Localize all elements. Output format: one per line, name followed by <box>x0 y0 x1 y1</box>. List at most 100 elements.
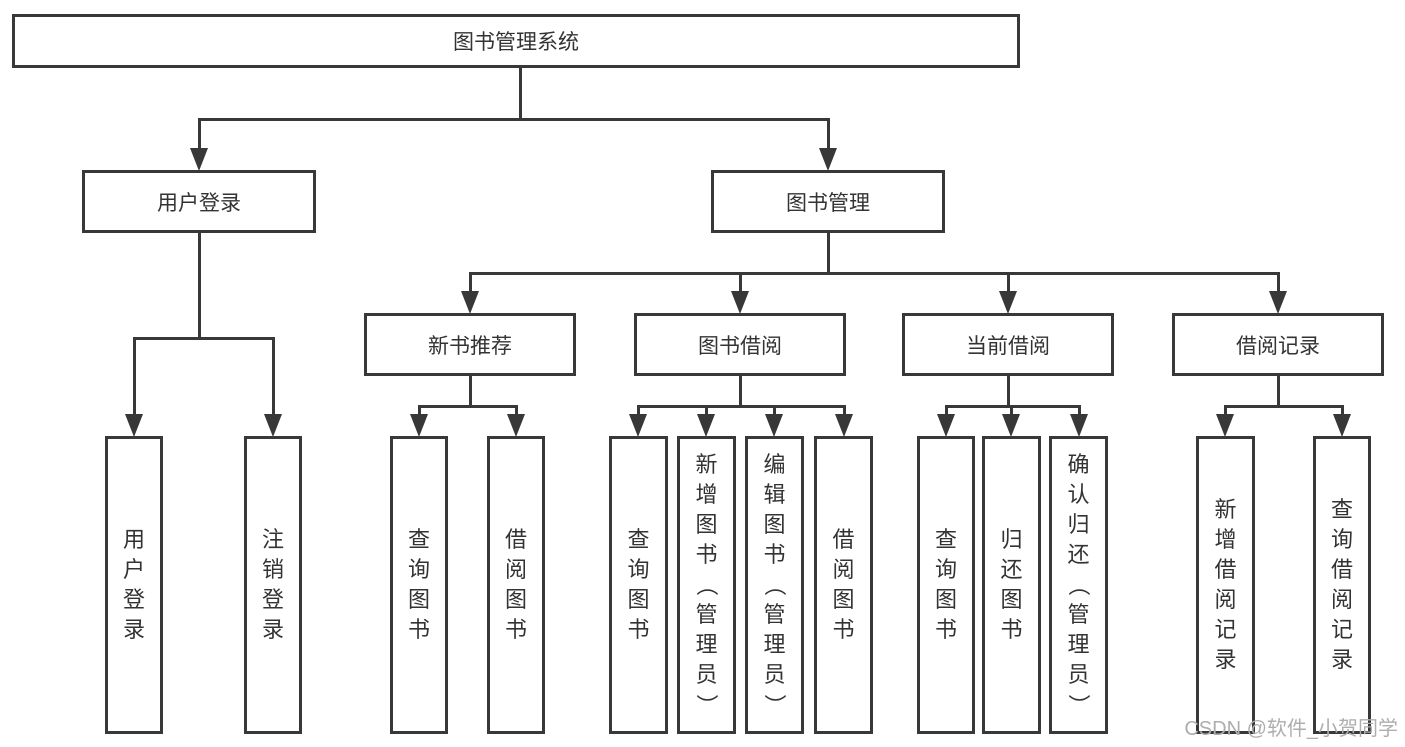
node-book-management: 图书管理 <box>711 170 945 233</box>
connector-line <box>826 233 830 275</box>
vertical-char: 登 <box>122 587 145 612</box>
vertical-char: 书 <box>695 542 718 567</box>
vertical-char: 书 <box>504 617 527 642</box>
connector-line <box>468 272 1280 275</box>
connector-line <box>132 337 136 416</box>
arrowhead-icon <box>264 414 282 437</box>
connector-line <box>1276 376 1280 408</box>
arrowhead-icon <box>1002 414 1020 437</box>
connector-line <box>826 118 830 150</box>
connector-line <box>1077 405 1081 416</box>
vertical-char: 图 <box>504 587 527 612</box>
leaf-user-login: 用户登录 <box>105 436 163 734</box>
connector-line <box>417 405 421 416</box>
vertical-char: ） <box>1066 693 1092 717</box>
vertical-char: 登 <box>261 587 284 612</box>
connector-line <box>1009 405 1013 416</box>
vertical-char: 归 <box>1000 527 1023 552</box>
arrowhead-icon <box>999 291 1017 314</box>
leaf-br-query-record: 查询借阅记录 <box>1313 436 1371 734</box>
arrowhead-icon <box>461 291 479 314</box>
vertical-char: 询 <box>934 557 957 582</box>
vertical-char: 录 <box>1330 647 1353 672</box>
vertical-char: 员 <box>763 662 786 687</box>
vertical-char: 询 <box>1330 527 1353 552</box>
connector-line <box>636 405 640 416</box>
connector-line <box>1276 272 1280 293</box>
vertical-char: 书 <box>627 617 650 642</box>
connector-line <box>271 337 275 416</box>
vertical-char: 图 <box>934 587 957 612</box>
vertical-char: （ <box>1066 573 1092 597</box>
leaf-cb-confirm-return-admin: 确认归还（管理员） <box>1049 436 1108 734</box>
vertical-char: 管 <box>1067 602 1090 627</box>
vertical-char: ） <box>762 693 788 717</box>
connector-line <box>1006 376 1010 408</box>
connector-line <box>518 68 522 120</box>
connector-line <box>1223 405 1227 416</box>
connector-line <box>1340 405 1344 416</box>
connector-line <box>772 405 776 416</box>
vertical-char: 认 <box>1067 482 1090 507</box>
node-label: 查询图书 <box>935 525 957 645</box>
vertical-char: 编 <box>763 452 786 477</box>
connector-line <box>1006 272 1010 293</box>
vertical-char: 图 <box>695 512 718 537</box>
vertical-char: 归 <box>1067 512 1090 537</box>
connector-line <box>636 405 846 408</box>
node-label: 图书借阅 <box>698 334 782 358</box>
vertical-char: 增 <box>695 482 718 507</box>
vertical-char: 书 <box>934 617 957 642</box>
vertical-char: 图 <box>627 587 650 612</box>
leaf-cb-return-book: 归还图书 <box>982 436 1041 734</box>
vertical-char: 用 <box>122 527 145 552</box>
arrowhead-icon <box>1070 414 1088 437</box>
node-label: 借阅图书 <box>832 525 854 645</box>
vertical-char: 确 <box>1067 452 1090 477</box>
leaf-bb-query-book: 查询图书 <box>609 436 668 734</box>
vertical-char: 书 <box>832 617 855 642</box>
vertical-char: 书 <box>1000 617 1023 642</box>
vertical-char: （ <box>694 573 720 597</box>
vertical-char: 户 <box>122 557 145 582</box>
vertical-char: 阅 <box>1330 587 1353 612</box>
leaf-br-add-record: 新增借阅记录 <box>1196 436 1255 734</box>
connector-line <box>417 405 518 408</box>
leaf-bb-edit-book-admin: 编辑图书（管理员） <box>745 436 804 734</box>
leaf-logout: 注销登录 <box>244 436 302 734</box>
node-current-borrowing: 当前借阅 <box>902 313 1114 376</box>
node-label: 归还图书 <box>1000 525 1022 645</box>
arrowhead-icon <box>190 148 208 171</box>
vertical-char: 借 <box>1330 557 1353 582</box>
arrowhead-icon <box>731 291 749 314</box>
vertical-char: 询 <box>407 557 430 582</box>
leaf-bb-add-book-admin: 新增图书（管理员） <box>677 436 736 734</box>
connector-line <box>944 405 1081 408</box>
connector-line <box>738 272 742 293</box>
arrowhead-icon <box>125 414 143 437</box>
node-label: 图书管理系统 <box>453 31 579 54</box>
vertical-char: 理 <box>1067 632 1090 657</box>
node-label: 图书管理 <box>786 191 870 215</box>
vertical-char: 查 <box>627 527 650 552</box>
arrowhead-icon <box>765 414 783 437</box>
arrowhead-icon <box>1269 291 1287 314</box>
connector-line <box>704 405 708 416</box>
vertical-char: 借 <box>504 527 527 552</box>
vertical-char: 理 <box>763 632 786 657</box>
node-label: 新书推荐 <box>428 334 512 358</box>
connector-line <box>468 272 472 293</box>
vertical-char: 阅 <box>1214 587 1237 612</box>
vertical-char: 借 <box>832 527 855 552</box>
connector-line <box>738 376 742 408</box>
vertical-char: 查 <box>407 527 430 552</box>
vertical-char: 还 <box>1067 542 1090 567</box>
node-label: 借阅图书 <box>505 525 527 645</box>
vertical-char: 询 <box>627 557 650 582</box>
arrowhead-icon <box>819 148 837 171</box>
leaf-bb-borrow-book: 借阅图书 <box>814 436 873 734</box>
arrowhead-icon <box>835 414 853 437</box>
arrowhead-icon <box>410 414 428 437</box>
connector-line <box>197 118 830 121</box>
